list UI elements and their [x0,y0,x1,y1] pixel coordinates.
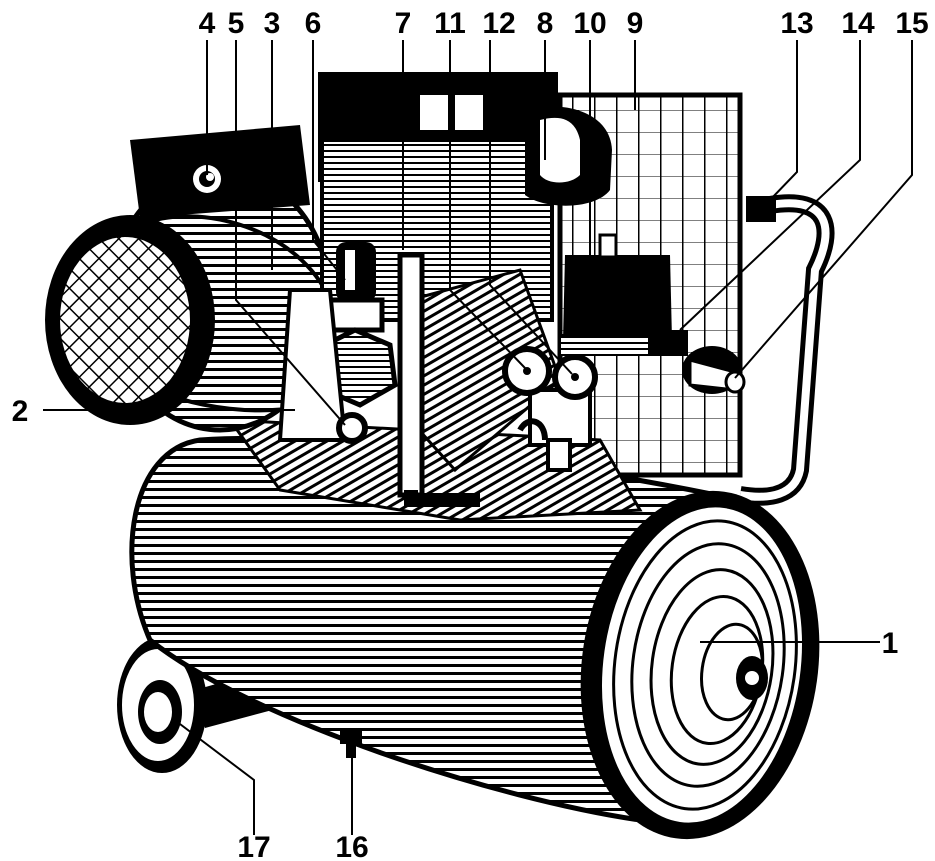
air-hose [738,194,835,506]
pressure-bracket [277,288,368,444]
outlet-fitting [648,330,688,356]
callout-15: 15 [895,7,928,40]
callout-10: 10 [573,7,606,40]
compressor-drawing [45,72,835,840]
callout-4: 4 [199,7,216,40]
callout-1: 1 [882,627,899,660]
callout-13: 13 [780,7,813,40]
callout-6: 6 [305,7,322,40]
callout-9: 9 [627,7,644,40]
callout-8: 8 [537,7,554,40]
drain-valve [340,730,362,758]
callout-3: 3 [264,7,281,40]
pressure-switch [559,233,672,356]
callout-14: 14 [841,7,875,40]
quick-coupling [682,346,746,394]
leader-lines [43,40,913,835]
callout-5: 5 [228,7,245,40]
callout-labels: 4 5 3 6 7 11 12 8 10 9 13 14 15 2 1 17 1… [12,7,929,861]
callout-2: 2 [12,395,29,428]
electric-motor [45,167,333,433]
callout-12: 12 [482,7,515,40]
callout-11: 11 [434,7,466,40]
air-tank [129,435,820,840]
safety-valve [322,242,398,408]
callout-17: 17 [237,831,270,861]
callout-16: 16 [335,831,368,861]
motor-switch-box [130,125,310,218]
delivery-pipe [397,252,480,507]
callout-7: 7 [395,7,412,40]
